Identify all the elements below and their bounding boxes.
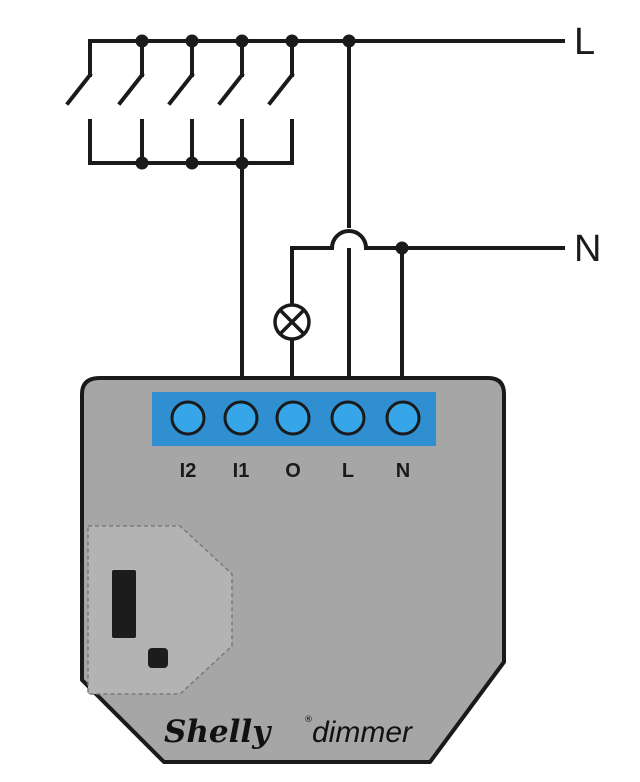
terminal-label-i2: I2 — [180, 460, 197, 482]
terminal-screw-o[interactable] — [275, 400, 311, 436]
terminal-screw-l[interactable] — [330, 400, 366, 436]
terminal-label-i1: I1 — [233, 460, 250, 482]
button-panel — [87, 525, 233, 695]
terminal-label-l: L — [342, 460, 354, 482]
phase-label: L — [574, 21, 595, 63]
terminal-screw-n[interactable] — [385, 400, 421, 436]
junction-dot — [342, 34, 356, 48]
junction-dot — [285, 34, 299, 48]
junction-dots — [135, 34, 409, 255]
terminal-screw-i1[interactable] — [223, 400, 259, 436]
brand-logo: Shelly — [164, 714, 272, 750]
push-button-switch-icon — [167, 39, 195, 165]
junction-dot — [395, 241, 409, 255]
junction-dot — [235, 156, 249, 170]
reset-button[interactable] — [148, 648, 168, 668]
terminal-screws — [170, 400, 421, 436]
junction-dot — [235, 34, 249, 48]
brand-name: Shelly — [164, 714, 272, 750]
lamp-icon — [273, 303, 311, 341]
terminal-label-n: N — [396, 460, 410, 482]
junction-dot — [185, 34, 199, 48]
junction-dot — [185, 156, 199, 170]
junction-dot — [135, 34, 149, 48]
terminal-screw-i2[interactable] — [170, 400, 206, 436]
wiring — [65, 39, 565, 380]
neutral-label: N — [574, 228, 601, 270]
slot-connector-icon — [112, 570, 136, 638]
terminal-label-o: O — [285, 460, 301, 482]
device-body: I2 I1 O L N Shelly ® dimmer — [80, 376, 506, 764]
push-button-switch-icon — [117, 39, 145, 165]
lamp-feed-wire — [290, 229, 369, 308]
registered-mark: ® — [304, 715, 313, 725]
junction-dot — [135, 156, 149, 170]
switch-bank — [65, 39, 295, 165]
push-button-switch-icon — [65, 39, 93, 165]
push-button-switch-icon — [217, 39, 245, 165]
product-name: dimmer — [312, 716, 413, 749]
push-button-switch-icon — [267, 39, 295, 165]
